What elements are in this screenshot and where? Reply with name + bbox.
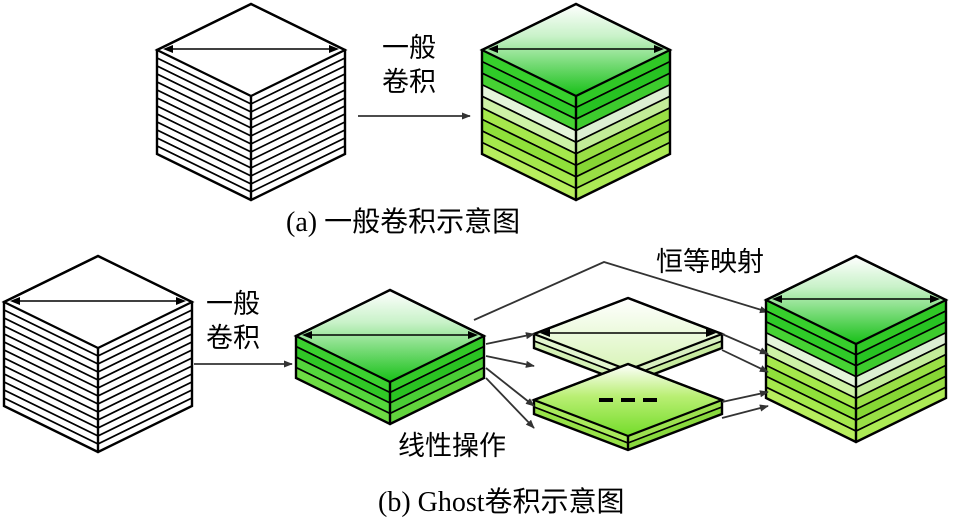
width-indicator-head	[163, 45, 173, 53]
b-arrow-label-line2: 卷积	[206, 323, 260, 354]
width-indicator-head	[10, 297, 20, 305]
b-arrow-label-line1: 一般	[206, 289, 260, 320]
b-input-feature-block	[1, 254, 195, 454]
a-caption: (a) 一般卷积示意图	[286, 207, 521, 238]
a-arrow-label-line2: 卷积	[382, 67, 436, 98]
width-indicator-head	[654, 45, 664, 53]
linear-op-arrow-4	[485, 377, 535, 429]
width-indicator-head	[302, 331, 312, 339]
b-output-feature-block	[763, 254, 949, 444]
width-indicator-head	[329, 45, 339, 53]
linear-op-arrow-3	[485, 367, 535, 407]
linear-op-arrow-1	[485, 332, 535, 345]
identity-mapping-arrow	[473, 261, 769, 321]
ghost-to-output-arrow-4	[721, 404, 769, 419]
width-indicator-head	[772, 295, 782, 303]
cubes-layer	[1, 2, 949, 454]
width-indicator-head	[176, 297, 186, 305]
ghost-to-output-arrow-2	[721, 349, 769, 373]
width-indicator-head	[540, 329, 550, 337]
b-ghost-block-lower	[530, 362, 726, 452]
arrows-overlay-layer	[485, 332, 769, 429]
a-input-feature-block	[154, 2, 348, 202]
b-caption: (b) Ghost卷积示意图	[378, 487, 625, 518]
linear-operations-label: 线性操作	[398, 431, 506, 462]
a-output-feature-block	[479, 2, 673, 202]
width-indicator-head	[468, 331, 478, 339]
ghost-to-output-arrow-3	[721, 390, 769, 403]
linear-op-arrow-2	[485, 355, 535, 368]
width-indicator-head	[706, 329, 716, 337]
width-indicator-head	[488, 45, 498, 53]
width-indicator-head	[930, 295, 940, 303]
a-arrow-label-line1: 一般	[382, 33, 436, 64]
arrows-layer	[194, 112, 769, 368]
identity-mapping-label: 恒等映射	[656, 247, 764, 278]
ghost-to-output-arrow-1	[721, 333, 769, 355]
b-intrinsic-feature-block	[293, 288, 487, 426]
